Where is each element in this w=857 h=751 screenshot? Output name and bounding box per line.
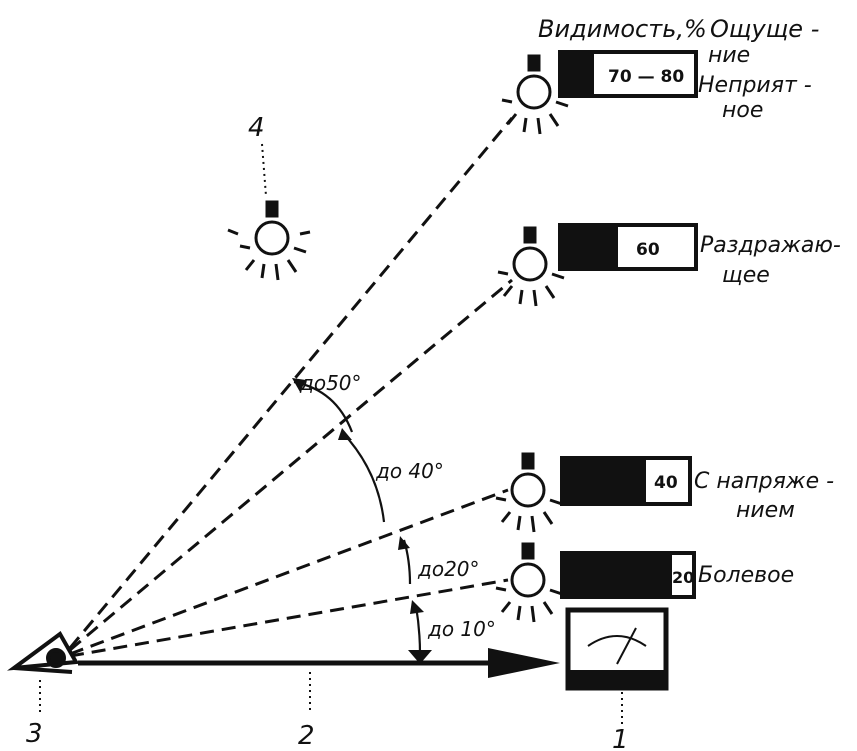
sight-lines (68, 117, 514, 658)
angle-label-10: до 10° (427, 617, 496, 641)
sensation-upper-line1: Раздражаю- (700, 233, 841, 258)
lamp-lower (495, 542, 563, 623)
lightbulb-icon (497, 226, 565, 307)
angle-label-20: до20° (417, 557, 480, 581)
sensation-middle-line2: нием (736, 498, 795, 523)
angle-arrowheads (292, 378, 432, 664)
visibility-value-lower: 20 (672, 568, 694, 587)
lightbulb-icon (227, 200, 311, 281)
sensation-upper-line2: щее (722, 263, 770, 288)
lightbulb-icon (495, 452, 563, 533)
sensation-top-line2: ное (722, 98, 763, 123)
main-axis (78, 648, 560, 678)
sensation-top-line1: Неприят - (698, 73, 812, 98)
sensation-header-line1: Ощуще - (710, 15, 819, 43)
marker-1: 1 (612, 725, 629, 751)
lamp-top (501, 54, 569, 135)
eye-icon (7, 631, 80, 674)
leader-line-4 (261, 143, 267, 197)
sight-line-top (68, 117, 514, 649)
lamp-upper (497, 226, 565, 307)
sensation-middle-line1: С напряже - (694, 469, 834, 494)
overhead-lamp (227, 200, 311, 281)
marker-4: 4 (248, 113, 265, 143)
lightbulb-icon (501, 54, 569, 135)
lamp-middle (495, 452, 563, 533)
marker-3: 3 (26, 719, 43, 749)
gauge-icon (565, 607, 669, 691)
visibility-bar-top: 70 — 80 (558, 50, 698, 98)
visibility-value-middle: 40 (654, 473, 678, 493)
lightbulb-icon (495, 542, 563, 623)
sight-line-upper (69, 278, 513, 652)
angle-label-50: до50° (299, 371, 362, 395)
visibility-value-top: 70 — 80 (608, 67, 684, 87)
visibility-bar-upper: 60 (558, 223, 698, 271)
sight-line-middle (69, 488, 509, 656)
angle-label-40: до 40° (375, 459, 444, 483)
sensation-header-line2: ние (708, 43, 750, 68)
sight-line-lower (69, 578, 509, 658)
arc-10 (414, 605, 422, 655)
axis-arrowhead (488, 648, 560, 678)
visibility-header: Видимость,% (538, 15, 707, 43)
visibility-bar-lower: 20 (560, 551, 696, 599)
visibility-value-upper: 60 (636, 240, 660, 260)
marker-2: 2 (298, 721, 315, 751)
sensation-lower: Болевое (698, 563, 794, 588)
arc-40 (341, 431, 386, 523)
visibility-bar-middle: 40 (560, 456, 692, 506)
